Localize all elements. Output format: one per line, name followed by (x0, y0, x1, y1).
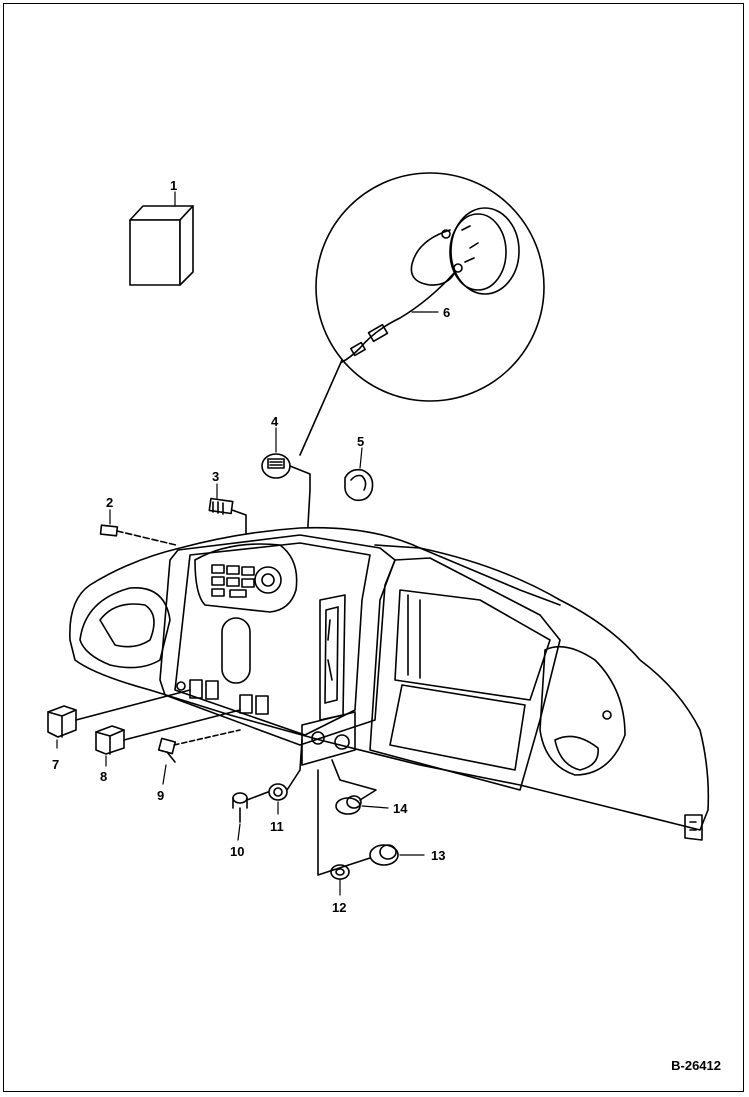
callout-14: 14 (393, 801, 408, 816)
callout-9: 9 (157, 788, 164, 803)
part-2-fuse (99, 524, 177, 546)
callout-13: 13 (431, 848, 445, 863)
callout-7: 7 (52, 757, 59, 772)
callout-2: 2 (106, 495, 113, 510)
callout-12: 12 (332, 900, 346, 915)
part-7-switch (47, 689, 191, 738)
callout-5: 5 (357, 434, 364, 449)
callout-10: 10 (230, 844, 244, 859)
leader-lines (56, 191, 439, 896)
part-6-wiring (341, 207, 520, 363)
part-10-key-switch (232, 791, 269, 823)
part-13-knob (317, 769, 399, 876)
callout-8: 8 (100, 769, 107, 784)
part-8-switch (95, 709, 241, 755)
callout-labels: 1 2 3 4 5 6 7 8 9 10 11 12 13 14 (52, 178, 450, 915)
part-1-box (129, 205, 194, 286)
callout-11: 11 (270, 819, 284, 834)
dashboard-housing (69, 526, 710, 841)
part-5-ring (344, 468, 374, 502)
part-14-bushing (331, 759, 377, 815)
page-border (3, 3, 744, 1092)
callout-1: 1 (170, 178, 177, 193)
callout-6: 6 (443, 305, 450, 320)
part-11-nut (268, 739, 303, 801)
drawing-reference-number: B-26412 (671, 1058, 721, 1073)
part-12-washer (330, 864, 350, 880)
part-9-plug (157, 729, 241, 763)
callout-3: 3 (212, 469, 219, 484)
detail-circle (299, 172, 545, 456)
callout-4: 4 (271, 414, 279, 429)
